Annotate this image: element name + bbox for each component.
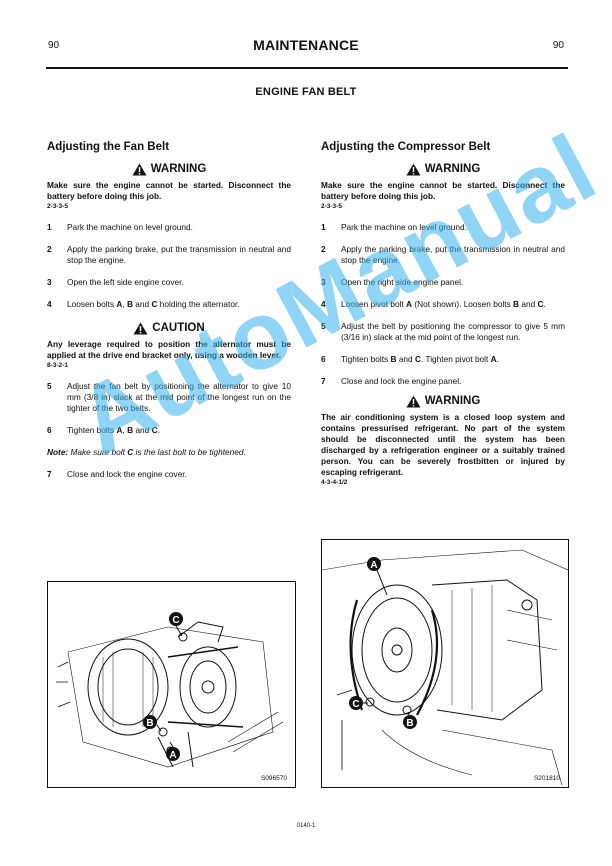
figure-label-b: B [146,718,153,729]
warning-label: WARNING [424,395,481,407]
caution-title: CAUTION [47,322,291,335]
left-heading: Adjusting the Fan Belt [47,141,170,153]
callout-markers [143,612,183,761]
step-text: Tighten bolts A, B and C. [67,425,160,435]
step-number: 4 [321,299,326,309]
step-text: Adjust the belt by positioning the compr… [341,321,565,342]
step-text: Open the right side engine panel. [341,277,464,287]
step-item: 7 Close and lock the engine panel. [321,376,565,387]
warning-text: Make sure the engine cannot be started. … [321,180,565,201]
step-number: 7 [47,469,52,479]
step-item: 2 Apply the parking brake, put the transm… [321,244,565,266]
step-number: 5 [321,321,326,331]
caution-code: 8-3-2-1 [47,362,68,369]
step-text: Loosen bolts A, B and C holding the alte… [67,299,240,309]
step-item: 4 Loosen bolts A, B and C holding the alt… [47,299,291,310]
warning-triangle-icon [406,163,421,176]
step-text: Close and lock the engine panel. [341,376,462,386]
step-number: 1 [47,222,52,232]
step-item: 3 Open the left side engine cover. [47,277,291,288]
warning-label: WARNING [424,163,481,175]
section-title: ENGINE FAN BELT [255,86,357,98]
step-text: Park the machine on level ground. [341,222,467,232]
right-heading: Adjusting the Compressor Belt [321,141,491,153]
warning-triangle-icon [132,163,147,176]
step-number: 3 [47,277,52,287]
step-number: 1 [321,222,326,232]
figure-label-a: A [169,750,176,761]
step-number: 4 [47,299,52,309]
warning-code: 4-3-4-1/2 [321,479,348,486]
page-number-left: 90 [48,40,60,51]
step-text: Adjust the fan belt by positioning the a… [67,381,291,413]
alternator-illustration: C B A [56,612,284,768]
step-item: 5 Adjust the belt by positioning the comp… [321,321,565,343]
right-warning2-title: WARNING [321,395,565,408]
step-item: 3 Open the right side engine panel. [321,277,565,288]
left-column: Adjusting the Fan Belt WARNING Make sure… [47,141,291,480]
step-text: Close and lock the engine cover. [67,469,187,479]
figure-label-b: B [406,718,413,729]
header-rule [46,67,568,69]
warning-label: WARNING [150,163,207,175]
step-item: 6 Tighten bolts B and C. Tighten pivot bo… [321,354,565,365]
warning-code: 2-3-3-5 [47,203,68,210]
footer-code: 0140-1 [296,823,316,829]
figure-label-c: C [352,699,359,710]
step-number: 6 [47,425,52,435]
step-item: 1 Park the machine on level ground. [321,222,565,233]
callout-markers [349,557,417,729]
alternator-figure: C B A S096570 [47,581,296,788]
figure-ref: S201810 [533,775,560,782]
warning-triangle-icon [406,395,421,408]
step-text: Tighten bolts B and C. Tighten pivot bol… [341,354,499,364]
step-number: 2 [47,244,52,254]
step-text: Apply the parking brake, put the transmi… [67,244,291,265]
step-item: 7 Close and lock the engine cover. [47,469,291,480]
step-item: 1 Park the machine on level ground. [47,222,291,233]
step-text: Park the machine on level ground. [67,222,193,232]
step-item: 2 Apply the parking brake, put the transm… [47,244,291,266]
right-warning-title: WARNING [321,163,565,176]
step-item: 5 Adjust the fan belt by positioning the … [47,381,291,414]
figure-label-c: C [172,615,179,626]
compressor-figure: A C B S201810 [321,539,569,788]
step-number: 3 [321,277,326,287]
figure-label-a: A [370,560,377,571]
step-text: Open the left side engine cover. [67,277,184,287]
right-column: Adjusting the Compressor Belt WARNING Ma… [321,141,565,487]
caution-label: CAUTION [152,322,205,334]
step-number: 5 [47,381,52,391]
step-number: 2 [321,244,326,254]
step-number: 6 [321,354,326,364]
step-text: Loosen pivot bolt A (Not shown). Loosen … [341,299,546,309]
step-item: 4 Loosen pivot bolt A (Not shown). Loosen… [321,299,565,310]
page-number-right: 90 [552,40,564,51]
step-item: 6 Tighten bolts A, B and C. [47,425,291,436]
warning-text: The air conditioning system is a closed … [321,412,565,477]
compressor-illustration: A C B [322,549,568,786]
caution-text: Any leverage required to position the al… [47,339,291,360]
step-number: 7 [321,376,326,386]
figure-ref: S096570 [260,775,287,782]
page-title: MAINTENANCE [253,37,359,53]
left-warning-title: WARNING [47,163,291,176]
caution-triangle-icon [133,322,148,335]
note: Note: Make sure bolt C is the last bolt … [47,447,246,457]
step-text: Apply the parking brake, put the transmi… [341,244,565,265]
warning-text: Make sure the engine cannot be started. … [47,180,291,201]
warning-code: 2-3-3-5 [321,203,342,210]
